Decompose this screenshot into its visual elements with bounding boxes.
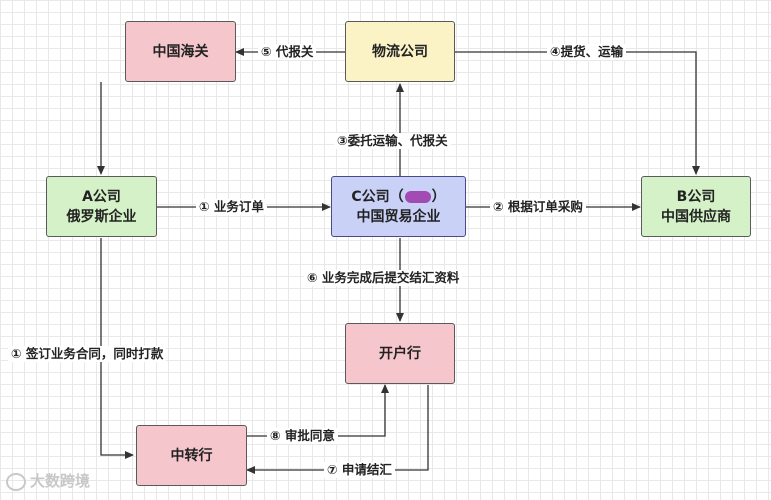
node-company-c-name-suffix: ） <box>431 188 446 205</box>
watermark-text: 大数跨境 <box>30 472 91 490</box>
node-company-b-desc: 中国供应商 <box>661 208 731 225</box>
node-logistics-company: 物流公司 <box>345 21 455 82</box>
node-china-customs-label: 中国海关 <box>152 43 209 60</box>
edge-label-8: ⑧ 审批同意 <box>267 428 338 444</box>
edge-label-5: ⑤ 代报关 <box>258 44 317 60</box>
node-company-a: A公司 俄罗斯企业 <box>46 176 157 237</box>
edge-logistics-to-b <box>455 51 700 175</box>
node-company-a-name: A公司 <box>82 188 121 205</box>
edge-label-7: ⑦ 申请结汇 <box>324 462 395 478</box>
node-china-customs: 中国海关 <box>125 21 236 82</box>
node-company-a-desc: 俄罗斯企业 <box>66 208 137 225</box>
edge-label-1-order: ① 业务订单 <box>196 199 267 215</box>
edge-opening-to-intermediary <box>246 385 429 474</box>
node-company-c-desc: 中国贸易企业 <box>356 208 441 225</box>
edge-label-3: ③委托运输、代报关 <box>334 133 451 149</box>
node-intermediary-bank-label: 中转行 <box>170 447 213 464</box>
node-company-c-name-prefix: C公司（ <box>351 188 404 205</box>
node-company-b-name: B公司 <box>676 188 716 205</box>
edge-label-2: ② 根据订单采购 <box>490 199 586 215</box>
node-logistics-company-label: 物流公司 <box>372 43 428 60</box>
edge-label-1-contract: ① 签订业务合同，同时打款 <box>8 346 167 362</box>
edge-label-6: ⑥ 业务完成后提交结汇资料 <box>304 270 463 286</box>
watermark: 大数跨境 <box>6 470 90 491</box>
node-company-c-name: C公司（ ） <box>351 187 445 207</box>
edge-label-4: ④提货、运输 <box>547 44 627 60</box>
watermark-logo-icon <box>6 472 26 491</box>
node-opening-bank: 开户行 <box>345 323 455 384</box>
node-company-c: C公司（ ） 中国贸易企业 <box>331 176 466 237</box>
redaction-mark <box>404 190 431 203</box>
node-company-b: B公司 中国供应商 <box>641 176 751 237</box>
node-intermediary-bank: 中转行 <box>136 425 247 486</box>
edge-a-to-intermediary <box>100 238 134 459</box>
node-opening-bank-label: 开户行 <box>379 345 421 362</box>
